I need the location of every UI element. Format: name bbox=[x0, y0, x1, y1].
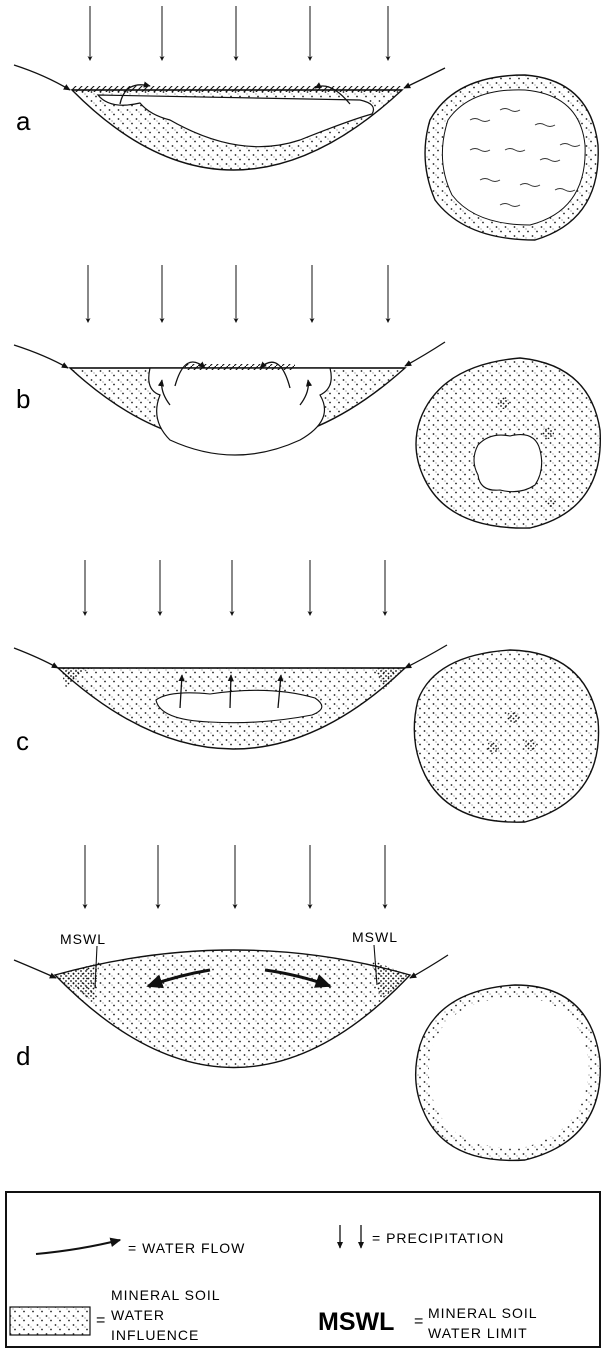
precipitation-arrows bbox=[90, 6, 388, 60]
legend-mineral-soil-line3: INFLUENCE bbox=[111, 1327, 199, 1343]
mswl-label-left: MSWL bbox=[60, 931, 106, 947]
panel-d: MSWL MSWL d bbox=[14, 845, 600, 1160]
legend-mineral-soil-line1: MINERAL SOIL bbox=[111, 1287, 221, 1303]
panel-label: c bbox=[16, 726, 29, 756]
legend-mswl-line2: WATER LIMIT bbox=[428, 1325, 528, 1341]
panel-label: a bbox=[16, 106, 31, 136]
legend-precipitation-label: = PRECIPITATION bbox=[372, 1230, 504, 1246]
legend-mineral-soil-line2: WATER bbox=[111, 1307, 165, 1323]
basin-cross-section bbox=[58, 668, 405, 749]
precipitation-arrows bbox=[85, 560, 385, 615]
legend-mineral-soil-eq: = bbox=[96, 1312, 105, 1329]
precipitation-arrows bbox=[88, 265, 388, 322]
plan-view bbox=[416, 358, 600, 528]
plan-view bbox=[416, 985, 601, 1160]
precipitation-symbol bbox=[340, 1225, 361, 1248]
panel-b: b bbox=[14, 265, 600, 528]
mineral-soil-swatch bbox=[10, 1307, 90, 1335]
plan-view bbox=[425, 75, 598, 240]
legend-mswl-line1: MINERAL SOIL bbox=[428, 1305, 538, 1321]
legend-water-flow-label: = WATER FLOW bbox=[128, 1240, 245, 1256]
basin-cross-section bbox=[55, 945, 410, 1068]
basin-cross-section bbox=[70, 364, 405, 455]
legend-mswl-eq: = bbox=[414, 1313, 423, 1330]
panel-c: c bbox=[14, 560, 599, 822]
panel-label: b bbox=[16, 384, 30, 414]
panel-a: a bbox=[14, 6, 598, 240]
precipitation-arrows bbox=[85, 845, 385, 908]
legend-mswl-abbrev: MSWL bbox=[318, 1308, 394, 1336]
legend: = WATER FLOW = PRECIPITATION = MINERAL S… bbox=[6, 1192, 600, 1347]
panel-label: d bbox=[16, 1041, 30, 1071]
mswl-label-right: MSWL bbox=[352, 929, 398, 945]
water-flow-symbol bbox=[36, 1240, 120, 1254]
plan-view bbox=[414, 650, 598, 822]
